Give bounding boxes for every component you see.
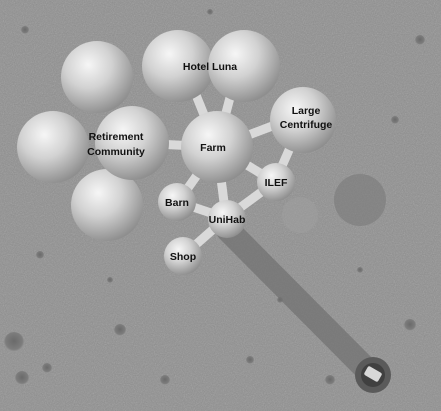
unlabeled-module-sphere[interactable] [17, 111, 89, 183]
module-labels: Hotel Luna Retirement Community Farm Lar… [87, 61, 332, 263]
retirement-label-line2: Community [87, 146, 145, 158]
terrain-craters [4, 9, 425, 385]
barn-label: Barn [165, 197, 189, 209]
farm-sphere[interactable] [181, 111, 253, 183]
large-centrifuge-label-line1: Large [292, 105, 321, 117]
lander-crater [355, 357, 391, 393]
unlabeled-module-sphere[interactable] [71, 169, 143, 241]
hotel-luna-sphere[interactable] [142, 30, 214, 102]
large-centrifuge-sphere[interactable] [270, 87, 336, 153]
hotel-luna-sphere[interactable] [208, 30, 280, 102]
unihab-label: UniHab [209, 214, 246, 226]
large-centrifuge-label-line2: Centrifuge [280, 119, 333, 131]
unihab-sphere[interactable] [208, 200, 246, 238]
shop-sphere[interactable] [164, 237, 202, 275]
barn-sphere[interactable] [158, 183, 196, 221]
landing-track [216, 218, 384, 387]
hotel-luna-label: Hotel Luna [183, 61, 237, 73]
unlabeled-module-sphere[interactable] [61, 41, 133, 113]
ilef-sphere[interactable] [257, 163, 295, 201]
module-spheres [17, 30, 336, 275]
lander-icon [364, 366, 382, 382]
farm-label: Farm [200, 142, 226, 154]
ilef-label: ILEF [265, 177, 288, 189]
retirement-community-sphere[interactable] [95, 106, 169, 180]
retirement-label-line1: Retirement [89, 131, 144, 143]
shop-label: Shop [170, 251, 196, 263]
